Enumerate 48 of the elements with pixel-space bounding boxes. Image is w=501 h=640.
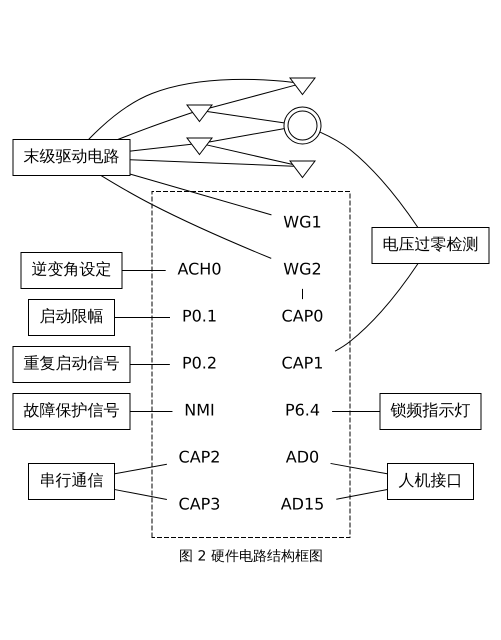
node-text: ACH0: [176, 258, 222, 278]
node-box: 重复启动信号: [12, 346, 130, 382]
node-text: CAP3: [178, 494, 220, 513]
node-text: WG2: [282, 258, 322, 278]
connector: [206, 144, 292, 164]
node-text: NMI: [184, 400, 214, 419]
node-text: AD15: [280, 494, 324, 513]
node-text: P6.4: [284, 400, 320, 419]
connector: [335, 488, 388, 500]
node-thyristor: [288, 77, 316, 95]
node-text: P0.1: [181, 306, 217, 325]
node-box: 人机接口: [386, 462, 474, 500]
connector: [114, 463, 167, 474]
node-thyristor: [288, 160, 316, 178]
caption: 图 2 硬件电路结构框图: [178, 548, 322, 564]
node-box: 锁频指示灯: [379, 392, 481, 430]
node-text: P0.2: [181, 352, 217, 372]
node-text: CAP1: [281, 352, 323, 372]
node-transformer: [283, 106, 321, 144]
connector: [334, 262, 418, 352]
node-text: CAP2: [178, 446, 220, 466]
node-text: CAP0: [281, 306, 323, 325]
node-box: 启动限幅: [28, 298, 114, 336]
node-thyristor: [186, 104, 212, 122]
node-thyristor: [186, 137, 212, 155]
connector: [206, 110, 284, 123]
connector: [330, 462, 388, 474]
connector: [331, 410, 380, 412]
connector: [114, 316, 170, 318]
node-box: 逆变角设定: [20, 252, 122, 288]
connector: [208, 128, 284, 142]
connector: [116, 112, 192, 140]
connector: [318, 131, 418, 228]
connector: [88, 78, 294, 140]
connector: [114, 488, 167, 500]
connector: [129, 158, 294, 166]
connector: [100, 174, 272, 258]
node-box: 串行通信: [28, 462, 114, 500]
node-box: 故障保护信号: [12, 392, 130, 430]
node-box: 末级驱动电路: [12, 138, 130, 176]
node-box: 电压过零检测: [371, 226, 489, 264]
connector: [129, 143, 192, 152]
node-text: AD0: [285, 446, 319, 466]
connector: [129, 410, 172, 412]
cluster: [151, 190, 350, 538]
connector: [208, 84, 296, 108]
node-text: WG1: [282, 212, 322, 231]
connector: [129, 173, 272, 215]
